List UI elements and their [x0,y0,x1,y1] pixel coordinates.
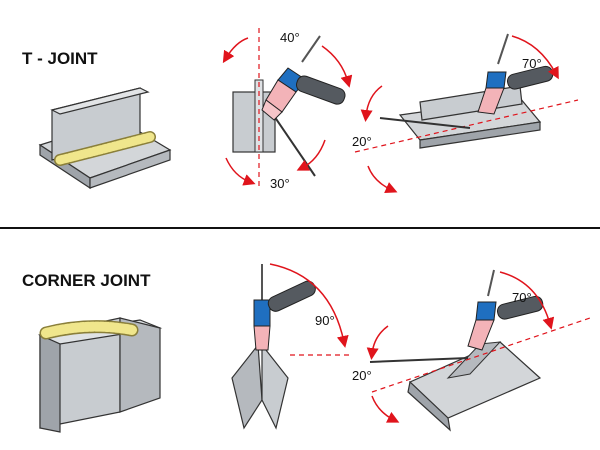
tig-torch [253,264,316,351]
corner-joint-illustration [37,317,163,433]
tig-torch [477,33,554,115]
angle-label-torch: 70° [512,290,532,305]
angle-label-rod: 30° [270,176,290,191]
angle-label-rod: 20° [352,134,372,149]
t-joint-illustration [38,87,172,190]
corner-joint-horizontal-torch-view: 70° 20° [352,269,591,432]
weld-bead [54,131,156,166]
angle-label-torch: 90° [315,313,335,328]
t-joint-vertical-torch-view: 40° 30° [222,28,353,191]
angle-label-rod: 20° [352,368,372,383]
corner-joint-vertical-torch-view: 90° [231,263,350,430]
angle-label-torch: 40° [280,30,300,45]
tig-torch [261,35,346,121]
tig-torch [467,269,544,351]
weld-bead [39,320,139,340]
angle-label-torch: 70° [522,56,542,71]
t-joint-title: T - JOINT [22,49,98,68]
t-joint-horizontal-torch-view: 70° 20° [352,33,579,194]
corner-joint-title: CORNER JOINT [22,271,151,290]
